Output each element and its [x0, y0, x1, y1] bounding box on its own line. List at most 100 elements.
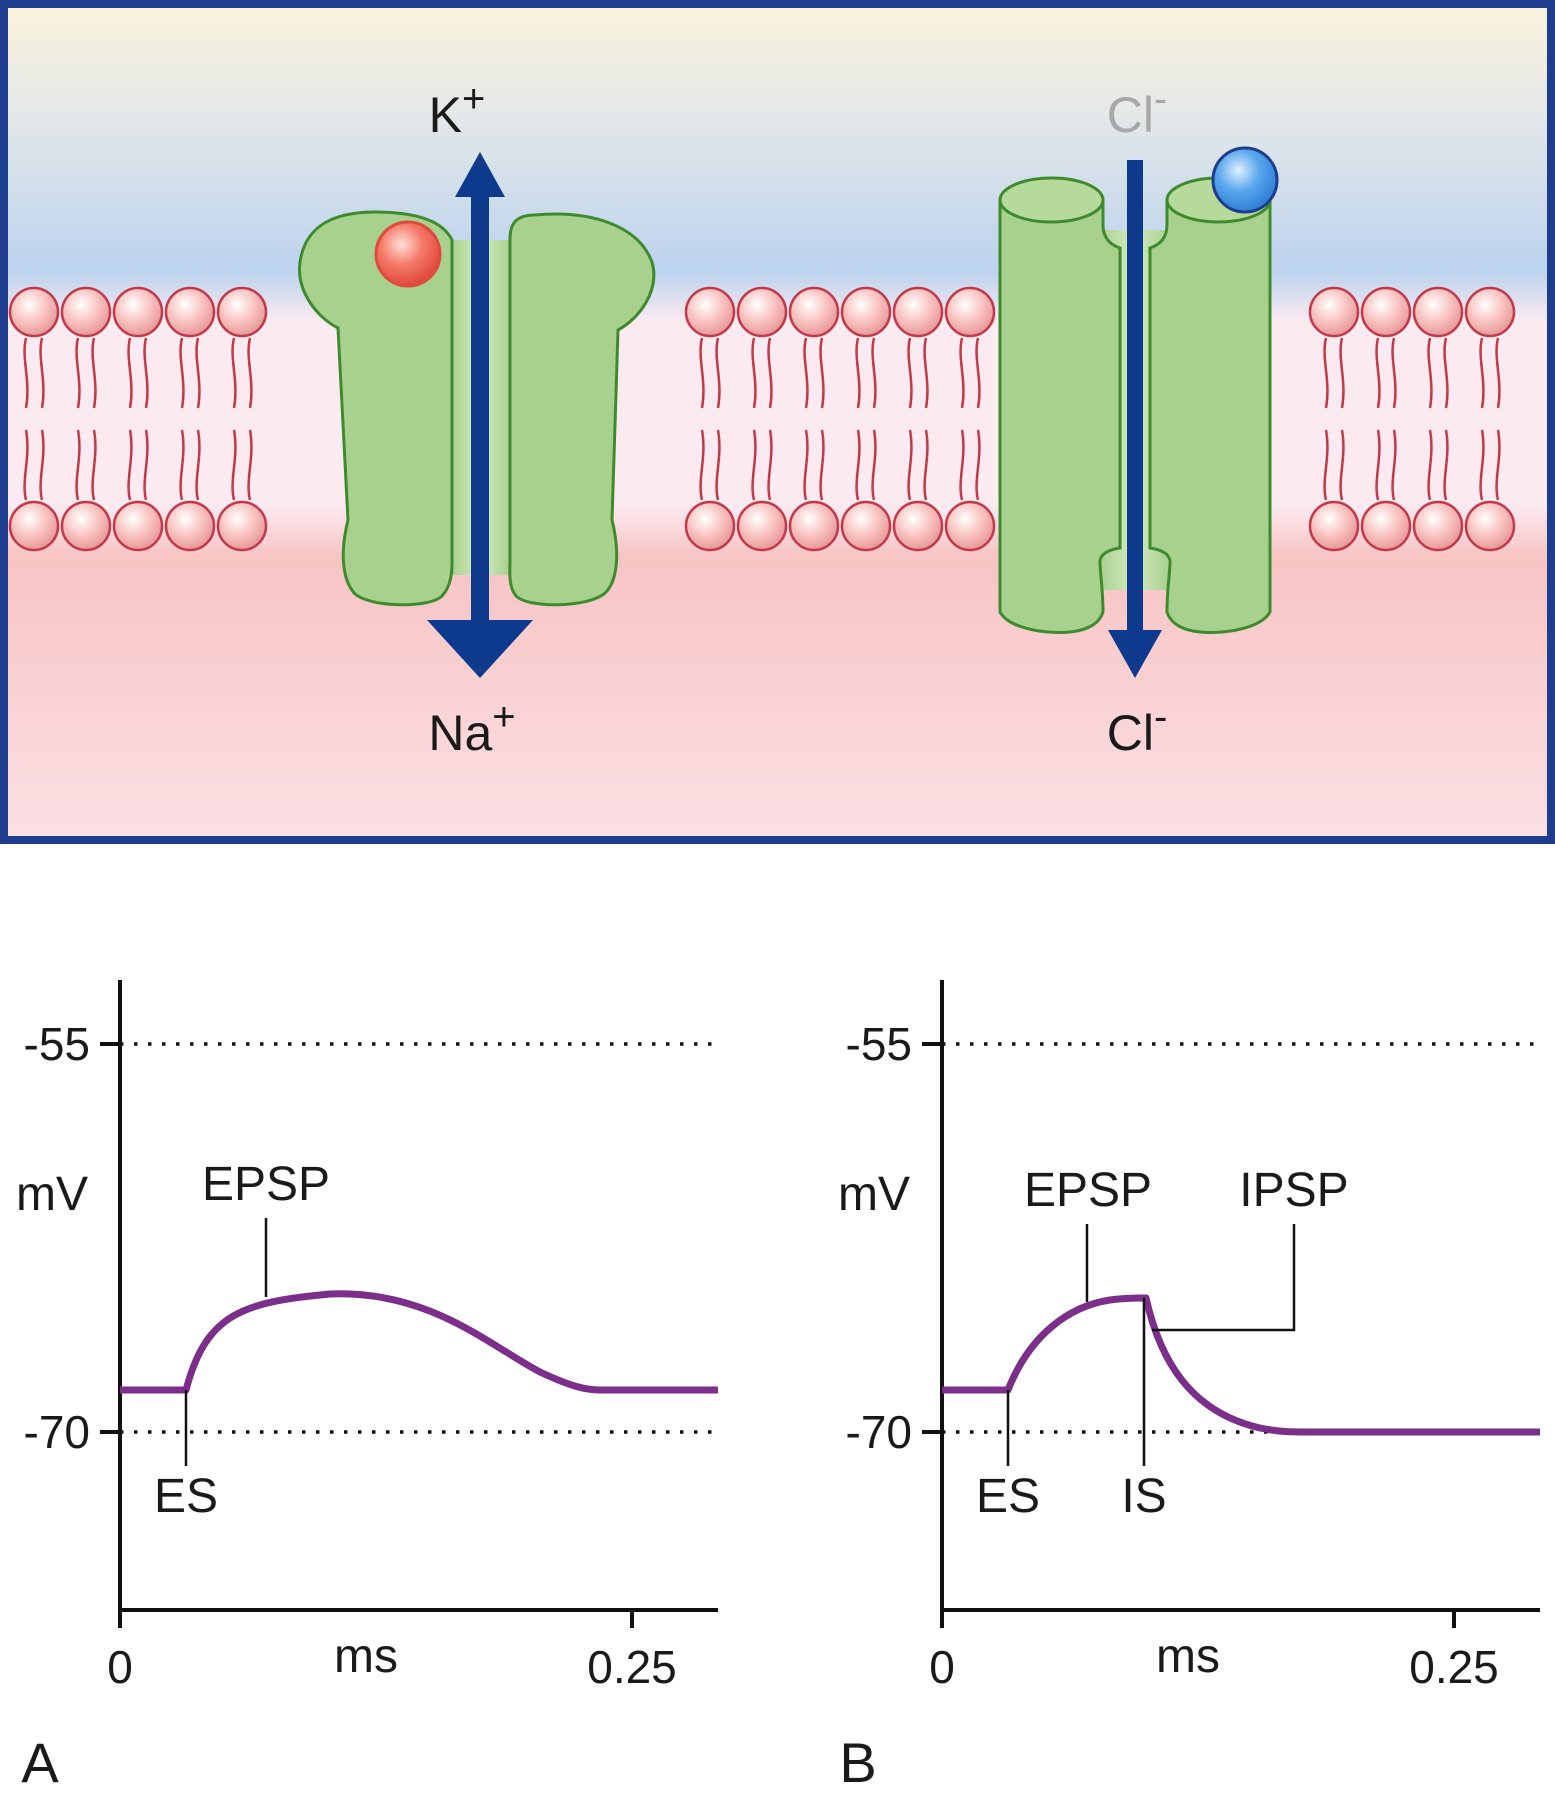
- na-ion-label: Na+: [428, 695, 515, 761]
- lipid-head: [788, 286, 840, 338]
- lipid-head: [1360, 500, 1412, 552]
- lipid-head: [60, 286, 112, 338]
- lipid-head: [112, 286, 164, 338]
- lipid-tail: [855, 337, 861, 409]
- excitatory-channel: K+ Na+: [298, 77, 656, 761]
- lipid-head: [216, 500, 268, 552]
- lipid-tail: [39, 337, 45, 409]
- lipid-tail: [247, 429, 253, 501]
- lipid-tail: [247, 337, 253, 409]
- lipid-tail: [1443, 337, 1449, 409]
- lipid-head: [1308, 500, 1360, 552]
- lipid-head: [840, 500, 892, 552]
- x-axis-label: ms: [334, 1630, 398, 1683]
- lipid-tail: [959, 337, 965, 409]
- lipid-tail: [75, 337, 81, 409]
- lipid-tail: [39, 429, 45, 501]
- lipid-tail: [923, 429, 929, 501]
- lipid-tail: [179, 337, 185, 409]
- chart-a: -55 -70 0 0.25 mV ms ES EPSP A: [16, 980, 718, 1794]
- lipid-head: [164, 500, 216, 552]
- lipid-tail: [975, 337, 981, 409]
- cl-influx-arrow: [1108, 160, 1162, 678]
- lipid-tail: [195, 429, 201, 501]
- membrane-panel: K+ Na+ Cl- Cl-: [0, 0, 1555, 844]
- lipid-tail: [127, 429, 133, 501]
- lipid-tail: [1479, 337, 1485, 409]
- lipid-head: [736, 286, 788, 338]
- lipid-tail: [959, 429, 965, 501]
- lipid-head: [944, 500, 996, 552]
- y-axis-label: mV: [16, 1168, 88, 1221]
- lipid-tail: [715, 429, 721, 501]
- x-tick-label: 0: [929, 1641, 955, 1693]
- lipid-tail: [907, 429, 913, 501]
- lipid-head: [164, 286, 216, 338]
- lipid-head: [8, 500, 60, 552]
- lipid-tail: [1375, 429, 1381, 501]
- x-tick-label: 0: [107, 1641, 133, 1693]
- arrow-down-icon: [1108, 630, 1162, 678]
- lipid-head: [1360, 286, 1412, 338]
- x-tick-label: 0.25: [587, 1641, 677, 1693]
- channel-right-subunit: [508, 212, 656, 607]
- lipid-tail: [1495, 337, 1501, 409]
- lipid-tail: [751, 429, 757, 501]
- lipid-tail: [179, 429, 185, 501]
- lipid-tail: [699, 429, 705, 501]
- epsp-label: EPSP: [202, 1158, 330, 1211]
- lipid-bilayer: [8, 286, 1516, 552]
- membrane-potential-trace: [120, 1290, 718, 1394]
- lipid-head: [684, 500, 736, 552]
- channel-left-subunit: [998, 198, 1122, 634]
- lipid-head: [892, 500, 944, 552]
- chart-b: -55 -70 0 0.25 mV ms ES EPSP IS IPSP B: [838, 980, 1540, 1794]
- panel-frame: [0, 0, 1555, 844]
- lipid-tail: [231, 337, 237, 409]
- es-label: ES: [976, 1470, 1040, 1523]
- lipid-head: [60, 500, 112, 552]
- lipid-tail: [23, 337, 29, 409]
- lipid-tail: [1323, 337, 1329, 409]
- lipid-tail: [819, 429, 825, 501]
- lipid-tail: [143, 429, 149, 501]
- inhibitory-ligand: [1211, 146, 1279, 214]
- x-axis-label: ms: [1156, 1630, 1220, 1683]
- lipid-tail: [1443, 429, 1449, 501]
- lipid-head: [788, 500, 840, 552]
- lipid-tail: [1391, 429, 1397, 501]
- lipid-tail: [803, 429, 809, 501]
- is-label: IS: [1121, 1470, 1166, 1523]
- lipid-tail: [23, 429, 29, 501]
- lipid-tail: [91, 429, 97, 501]
- y-axis-label: mV: [838, 1168, 910, 1221]
- y-tick-label: -70: [24, 1406, 90, 1458]
- lipid-tail: [1339, 429, 1345, 501]
- arrow-down-icon: [427, 620, 533, 678]
- cl-top-label: Cl-: [1107, 77, 1168, 143]
- membrane-potential-trace: [942, 1294, 1540, 1436]
- lipid-head: [684, 286, 736, 338]
- lipid-tail: [75, 429, 81, 501]
- lipid-tail: [195, 337, 201, 409]
- lipid-tail: [855, 429, 861, 501]
- panel-label-a: A: [21, 1731, 59, 1794]
- epsp-label: EPSP: [1024, 1164, 1152, 1217]
- lipid-head: [944, 286, 996, 338]
- lipid-head: [1412, 286, 1464, 338]
- lipid-tail: [1339, 337, 1345, 409]
- lipid-tail: [767, 429, 773, 501]
- lipid-tail: [231, 429, 237, 501]
- lipid-tail: [975, 429, 981, 501]
- lipid-tail: [1479, 429, 1485, 501]
- excitatory-ligand: [374, 220, 442, 288]
- lipid-tail: [1427, 429, 1433, 501]
- k-ion-label: K+: [429, 77, 486, 143]
- lipid-tail: [127, 337, 133, 409]
- lipid-head: [736, 500, 788, 552]
- k-na-double-arrow: [427, 152, 533, 678]
- lipid-tail: [819, 337, 825, 409]
- es-label: ES: [154, 1470, 218, 1523]
- channel-left-subunit: [298, 210, 454, 607]
- x-tick-label: 0.25: [1409, 1641, 1499, 1693]
